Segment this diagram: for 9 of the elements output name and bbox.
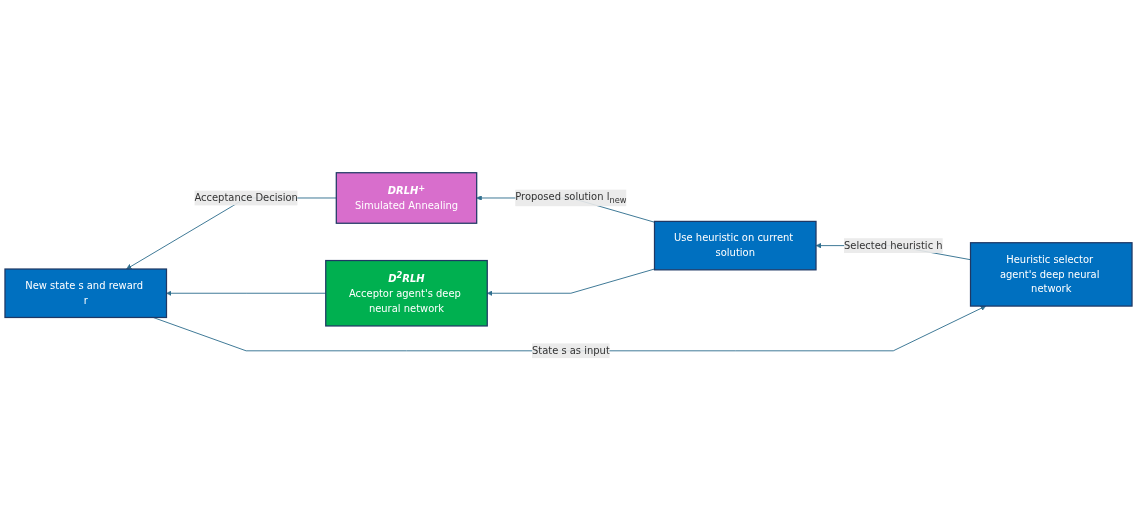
edge-label: Selected heuristic h [843,239,943,252]
node-box: Use heuristic on current solution [653,220,817,271]
edge-label: State s as input [531,344,610,357]
node-box: DRLH$^{+}$ Simulated Annealing [335,172,478,224]
edge-label: Proposed solution l$_{new}$ [515,190,627,205]
node-box: Heuristic selector agent's deep neural network [969,242,1133,307]
edge-label: Acceptance Decision [194,191,298,204]
node-box: New state s and reward r [4,268,168,319]
node-box: D$^{2}$RLH Acceptor agent's deep neural network [325,259,488,327]
